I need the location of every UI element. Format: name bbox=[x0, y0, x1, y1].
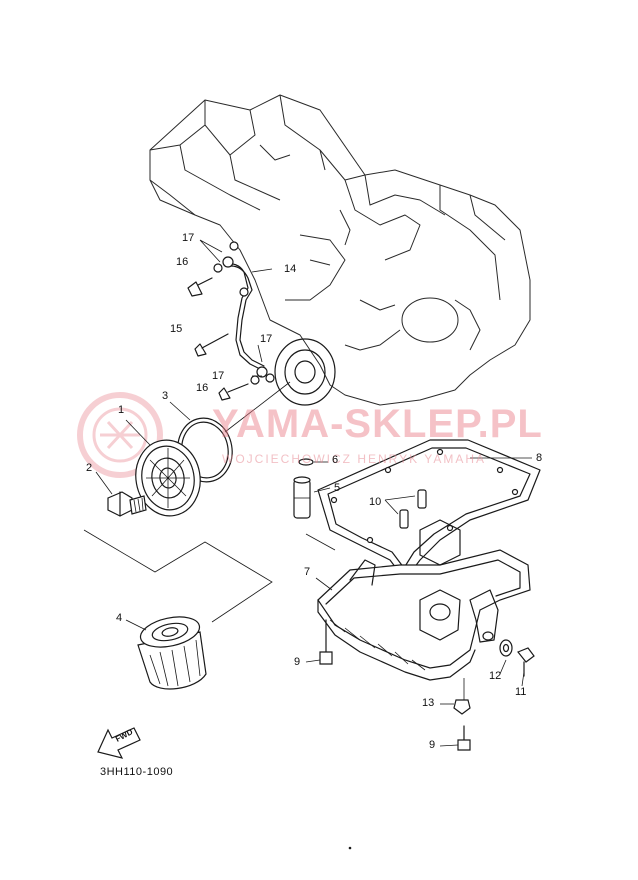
reference-lines bbox=[83, 529, 273, 623]
part-number-8: 8 bbox=[536, 452, 543, 464]
fasteners-part bbox=[305, 619, 535, 751]
part-number-15: 15 bbox=[170, 323, 183, 335]
part-number-14: 14 bbox=[284, 263, 297, 275]
drain-bolt-part bbox=[95, 471, 147, 517]
part-number-2: 2 bbox=[86, 462, 93, 474]
watermark-text: YAMA-SKLEP.PL bbox=[212, 402, 543, 446]
oil-filter-part bbox=[125, 616, 207, 690]
part-number-11: 11 bbox=[515, 686, 527, 698]
watermark-subtext: WOJCIECHOWICZ HENRYK YAMAHA bbox=[222, 452, 487, 466]
part-number-7: 7 bbox=[304, 566, 311, 578]
oil-pan-gasket-part bbox=[317, 439, 541, 581]
oil-pan-part bbox=[305, 519, 531, 681]
watermark-logo-icon bbox=[77, 392, 163, 478]
part-number-16-lower: 16 bbox=[196, 382, 209, 394]
part-number-9-lower: 9 bbox=[429, 739, 436, 751]
part-number-16-upper: 16 bbox=[176, 256, 189, 268]
oil-pipe-assembly bbox=[187, 239, 275, 401]
part-number-13: 13 bbox=[422, 697, 435, 709]
part-number-17-lower: 17 bbox=[212, 370, 225, 382]
part-number-12: 12 bbox=[489, 670, 502, 682]
part-number-17-upper: 17 bbox=[182, 232, 195, 244]
part-number-3: 3 bbox=[162, 390, 169, 402]
page-dot bbox=[348, 846, 352, 850]
part-number-6: 6 bbox=[332, 454, 339, 466]
part-number-1: 1 bbox=[118, 404, 125, 416]
fwd-arrow-icon bbox=[97, 727, 141, 759]
part-number-5: 5 bbox=[334, 482, 341, 494]
part-number-9-upper: 9 bbox=[294, 656, 301, 668]
part-number-10: 10 bbox=[369, 496, 382, 508]
oil-delivery-pipe-part bbox=[293, 458, 331, 519]
part-number-4: 4 bbox=[116, 612, 123, 624]
engine-crankcase-outline bbox=[149, 94, 531, 406]
part-number-17-middle: 17 bbox=[260, 333, 273, 345]
oil-strainer-part bbox=[125, 419, 201, 517]
dowel-pins-part bbox=[384, 489, 427, 529]
diagram-code: 3HH110-1090 bbox=[100, 766, 174, 778]
